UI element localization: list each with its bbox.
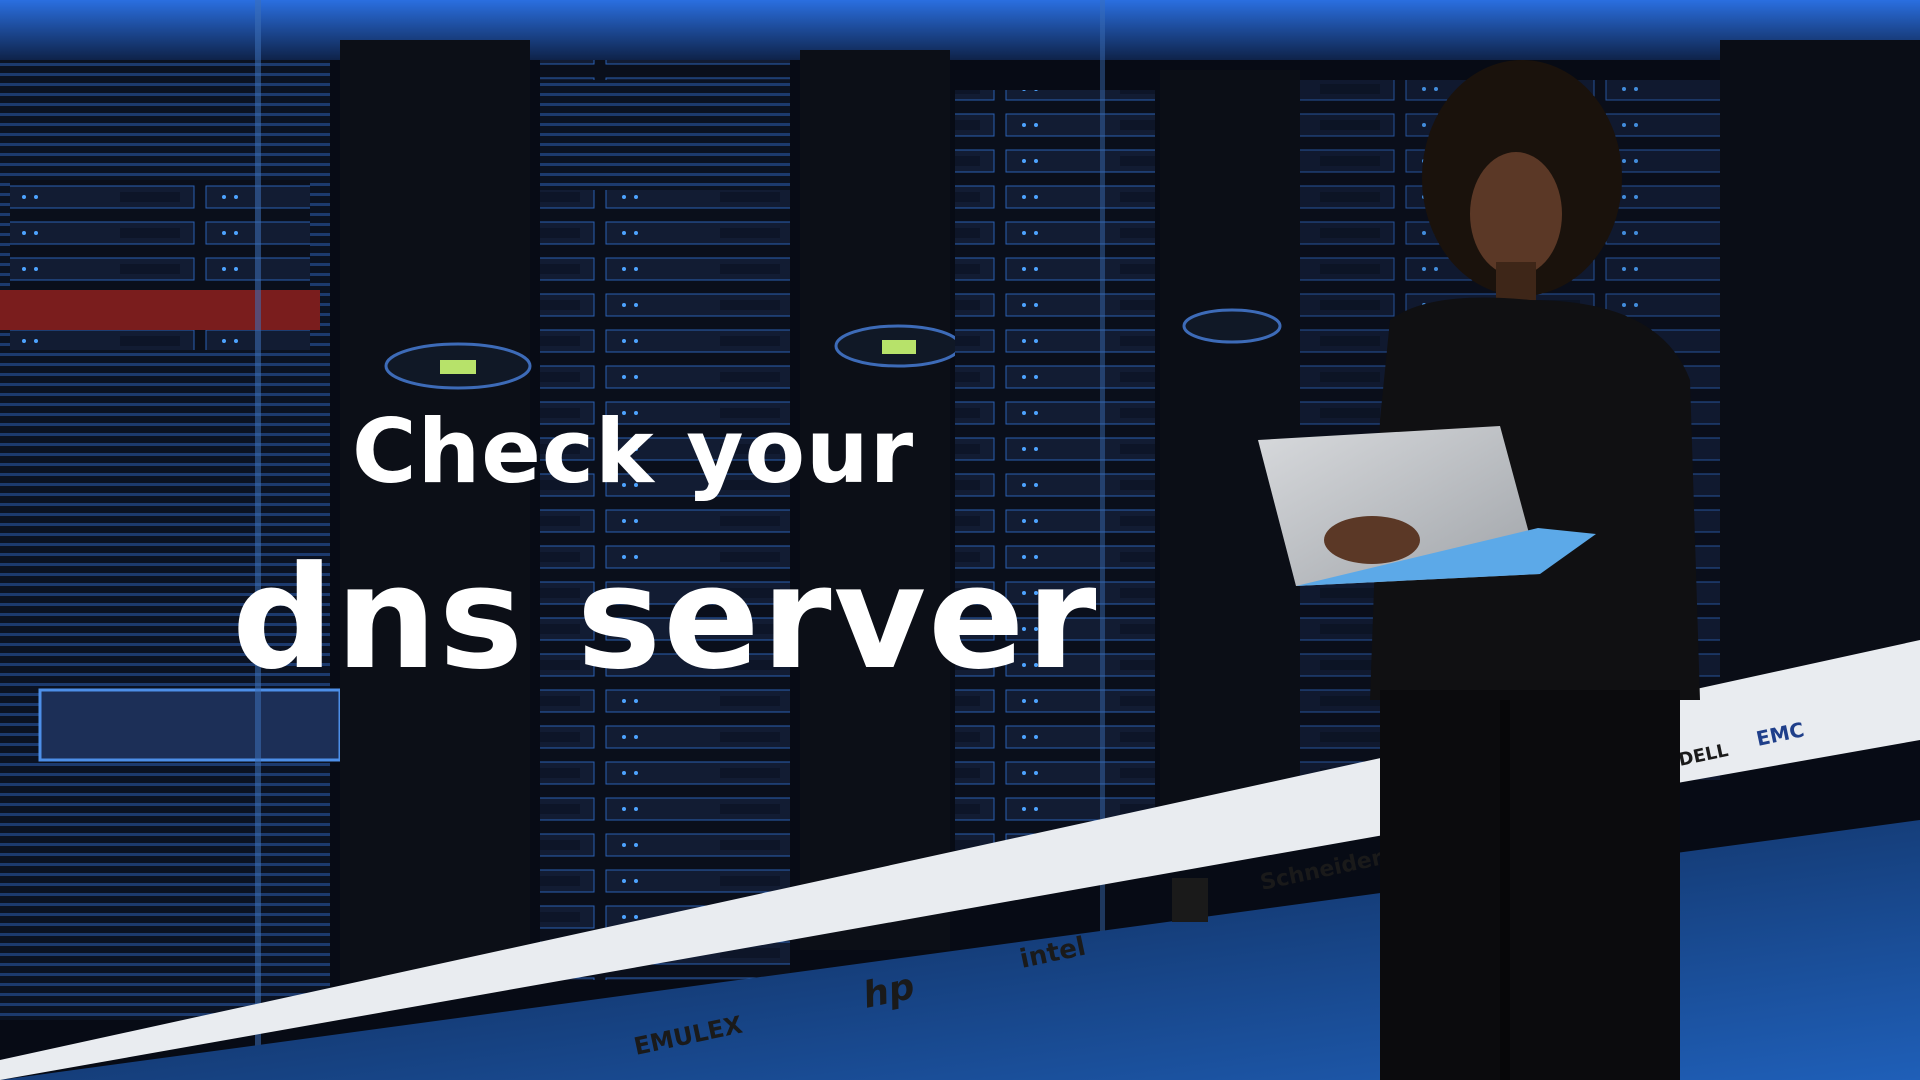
person-with-laptop: [1258, 60, 1700, 1080]
brand-netapp-mark: [1172, 878, 1208, 922]
